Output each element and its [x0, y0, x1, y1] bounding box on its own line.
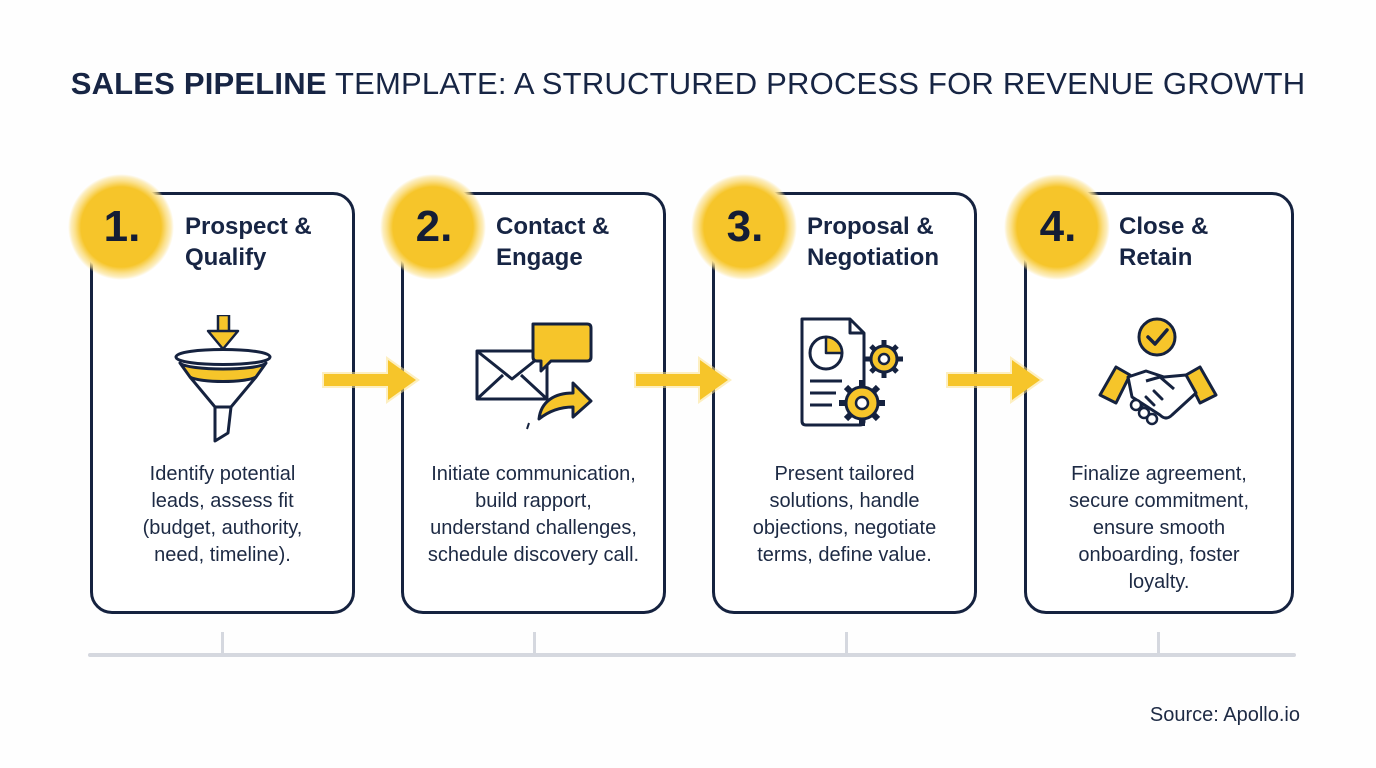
- desc-line: solutions, handle: [769, 490, 920, 512]
- step-number-badge-3: 3.: [691, 174, 797, 280]
- desc-line: Identify potential: [149, 463, 296, 485]
- handshake-check-icon: [1098, 317, 1218, 426]
- title-bold: SALES PIPELINE: [70, 66, 327, 101]
- step-number: 4.: [1039, 202, 1077, 251]
- desc-line: Initiate communication,: [431, 463, 636, 485]
- timeline-line: [88, 653, 1296, 657]
- step-title-line-1: Proposal &: [807, 213, 934, 240]
- step-title-line-1: Contact &: [496, 213, 610, 240]
- step-number-badge-4: 4.: [1004, 174, 1110, 280]
- step-description: Identify potential leads, assess fit (bu…: [93, 461, 352, 569]
- envelope-chat-icon: [475, 322, 592, 430]
- desc-line: secure commitment,: [1068, 490, 1250, 512]
- desc-line: loyalty.: [1128, 571, 1190, 593]
- desc-line: objections, negotiate: [752, 517, 937, 539]
- step-title: Proposal & Negotiation: [807, 211, 939, 273]
- desc-line: build rapport,: [475, 490, 592, 512]
- timeline-tick: [845, 632, 848, 654]
- title-rest: TEMPLATE: A STRUCTURED PROCESS FOR REVEN…: [326, 66, 1306, 101]
- desc-line: need, timeline).: [154, 544, 291, 566]
- step-number-badge-2: 2.: [380, 174, 486, 280]
- step-title-line-2: Negotiation: [807, 244, 939, 271]
- desc-line: Finalize agreement,: [1071, 463, 1247, 485]
- timeline-tick: [221, 632, 224, 654]
- step-title: Close & Retain: [1119, 211, 1208, 273]
- page-title: SALES PIPELINE TEMPLATE: A STRUCTURED PR…: [0, 66, 1376, 102]
- desc-line: schedule discovery call.: [427, 544, 640, 566]
- step-title-line-2: Engage: [496, 244, 583, 271]
- step-number: 2.: [415, 202, 453, 251]
- desc-line: (budget, authority,: [142, 517, 303, 539]
- arrow-right-icon: [946, 356, 1044, 404]
- step-description: Initiate communication, build rapport, u…: [404, 461, 663, 569]
- step-card-1: Prospect & Qualify Identify potential le…: [90, 192, 355, 614]
- desc-line: onboarding, foster: [1078, 544, 1240, 566]
- step-title-line-2: Retain: [1119, 244, 1193, 271]
- step-title: Prospect & Qualify: [185, 211, 312, 273]
- step-card-2: Contact & Engage Initiate communication,…: [401, 192, 666, 614]
- step-description: Finalize agreement, secure commitment, e…: [1027, 461, 1291, 596]
- funnel-icon: [173, 315, 272, 443]
- desc-line: ensure smooth: [1092, 517, 1226, 539]
- desc-line: leads, assess fit: [151, 490, 294, 512]
- arrow-right-icon: [322, 356, 420, 404]
- source-credit: Source: Apollo.io: [1149, 704, 1300, 726]
- desc-line: Present tailored: [774, 463, 915, 485]
- step-number-badge-1: 1.: [68, 174, 174, 280]
- desc-line: understand challenges,: [430, 517, 637, 539]
- timeline-tick: [1157, 632, 1160, 654]
- step-card-3: Proposal & Negotiation: [712, 192, 977, 614]
- document-gears-icon: [800, 317, 903, 427]
- step-title: Contact & Engage: [496, 211, 609, 273]
- step-title-line-1: Close &: [1119, 213, 1209, 240]
- step-title-line-2: Qualify: [185, 244, 267, 271]
- step-description: Present tailored solutions, handle objec…: [715, 461, 974, 569]
- step-number: 3.: [726, 202, 764, 251]
- timeline-tick: [533, 632, 536, 654]
- desc-line: terms, define value.: [757, 544, 932, 566]
- arrow-right-icon: [634, 356, 732, 404]
- step-number: 1.: [103, 202, 141, 251]
- step-title-line-1: Prospect &: [185, 213, 312, 240]
